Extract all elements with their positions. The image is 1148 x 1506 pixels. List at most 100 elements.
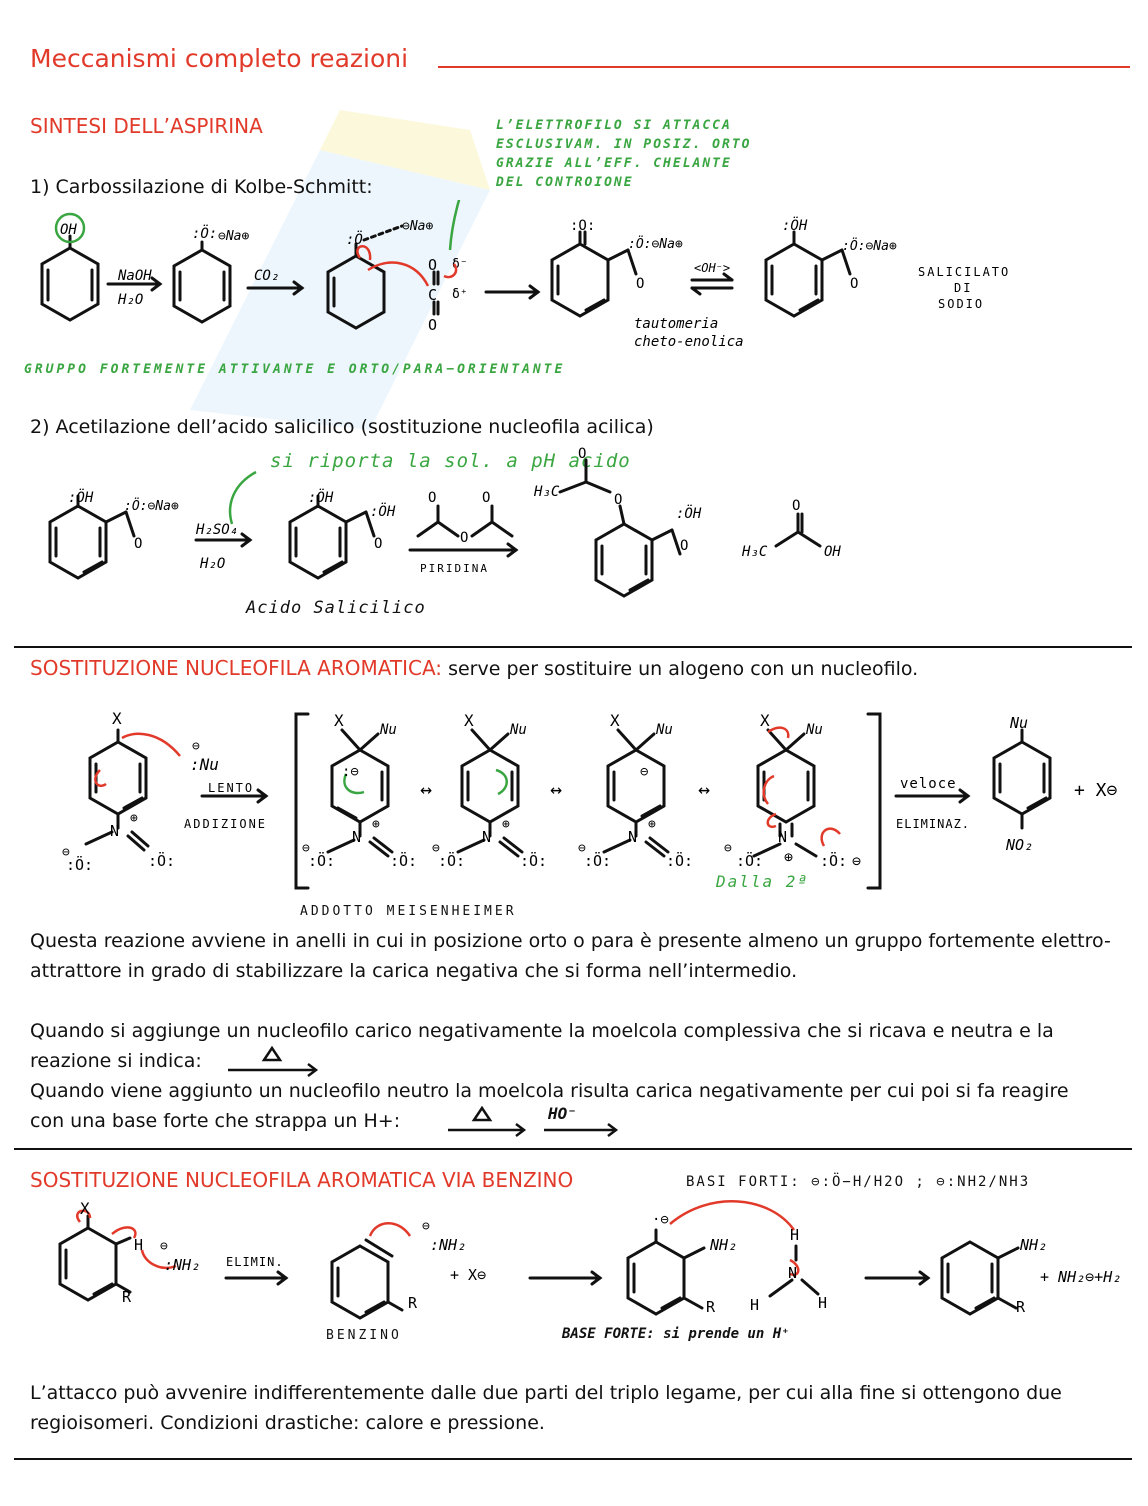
svg-text:H: H — [818, 1294, 827, 1312]
svg-text:⊖: ⊖ — [302, 841, 310, 856]
svg-text::ÖH: :ÖH — [782, 216, 808, 234]
step1-label: 1) Carbossilazione di Kolbe-Schmitt: — [30, 176, 373, 198]
svg-text:⊖: ⊖ — [724, 841, 732, 856]
svg-text:⊕: ⊕ — [648, 817, 656, 832]
svg-text::Nu: :Nu — [190, 755, 219, 774]
svg-text::ÖH: :ÖH — [370, 502, 396, 520]
svg-text::Ö:: :Ö: — [666, 851, 693, 870]
svg-text:O: O — [374, 536, 382, 552]
svg-text:C: C — [428, 286, 437, 304]
svg-text:O: O — [134, 536, 142, 552]
svg-text::Ö:: :Ö: — [390, 851, 417, 870]
svg-text:ELIMIN.: ELIMIN. — [226, 1255, 284, 1269]
svg-text:PIRIDINA: PIRIDINA — [420, 562, 489, 575]
svg-text:⊖Na⊕: ⊖Na⊕ — [402, 219, 433, 234]
svg-text:ADDIZIONE: ADDIZIONE — [184, 817, 267, 831]
svg-text:veloce: veloce — [900, 776, 957, 792]
svg-text::ÖH: :ÖH — [68, 488, 94, 506]
svg-text:Nu: Nu — [379, 722, 397, 738]
svg-text:NH₂: NH₂ — [1019, 1236, 1047, 1254]
benzyne-paragraph: L’attacco può avvenire indifferentemente… — [30, 1382, 1062, 1434]
benzyne-heading: SOSTITUZIONE NUCLEOFILA AROMATICA VIA BE… — [30, 1168, 574, 1192]
svg-text:X: X — [610, 711, 620, 730]
svg-text:H: H — [134, 1236, 143, 1254]
svg-text:⊕: ⊕ — [502, 817, 510, 832]
svg-text:O: O — [428, 316, 437, 334]
svg-text:↔: ↔ — [420, 777, 432, 801]
snar-paragraph-1: Questa reazione avviene in anelli in cui… — [30, 930, 1111, 982]
oh-label: OH — [60, 222, 77, 238]
svg-text:H₂SO₄: H₂SO₄ — [195, 522, 238, 538]
svg-text:H₃C: H₃C — [741, 544, 768, 560]
svg-text:⊖: ⊖ — [578, 841, 586, 856]
svg-text::NH₂: :NH₂ — [430, 1236, 466, 1254]
base-forte-label: BASE FORTE: si prende un H⁺ — [562, 1326, 790, 1342]
svg-text:N: N — [352, 828, 361, 846]
svg-text:cheto-enolica: cheto-enolica — [634, 334, 744, 350]
aspirin-heading: SINTESI DELL’ASPIRINA — [30, 114, 263, 138]
svg-text:⊖: ⊖ — [422, 1219, 430, 1234]
svg-text:N: N — [778, 828, 787, 846]
svg-text:Nu: Nu — [805, 722, 823, 738]
step2-label: 2) Acetilazione dell’acido salicilico (s… — [30, 416, 654, 438]
svg-text::O:: :O: — [570, 218, 595, 234]
svg-text:⊖Na⊕: ⊖Na⊕ — [218, 229, 249, 244]
svg-text:DI: DI — [954, 281, 972, 295]
svg-text:δ⁺: δ⁺ — [452, 287, 468, 302]
page-title: Meccanismi completo reazioni — [30, 44, 409, 73]
svg-text:⊖: ⊖ — [192, 739, 200, 754]
addotto-label: ADDOTTO MEISENHEIMER — [300, 904, 517, 919]
watermark-logo — [190, 110, 490, 430]
svg-text:⊖: ⊖ — [432, 841, 440, 856]
svg-text:X: X — [80, 1200, 90, 1218]
svg-text:R: R — [1016, 1298, 1026, 1316]
svg-text:H₃C: H₃C — [533, 484, 560, 500]
svg-text::Ö:: :Ö: — [66, 855, 93, 874]
svg-text:tautomeria: tautomeria — [634, 316, 718, 332]
svg-text:O: O — [460, 530, 468, 546]
svg-text::Ö:: :Ö: — [736, 851, 763, 870]
svg-text:+ X⊖: + X⊖ — [1074, 780, 1118, 801]
svg-text:⊕: ⊕ — [130, 811, 138, 826]
snar-heading-row: SOSTITUZIONE NUCLEOFILA AROMATICA: serve… — [30, 656, 918, 680]
svg-text::Ö:: :Ö: — [584, 851, 611, 870]
snar-paragraph-2a: Quando si aggiunge un nucleofilo carico … — [30, 1020, 1054, 1042]
svg-text:O: O — [792, 498, 800, 514]
svg-text:O: O — [850, 276, 858, 292]
snar-paragraph-2b: reazione si indica: — [30, 1050, 202, 1072]
svg-text:SALICILATO: SALICILATO — [918, 265, 1010, 279]
separator-2 — [14, 1148, 1132, 1150]
svg-text:⊕: ⊕ — [784, 848, 793, 866]
svg-text::Ö:: :Ö: — [148, 851, 175, 870]
svg-text::ÖH: :ÖH — [676, 504, 702, 522]
acido-salicilico-label: Acido Salicilico — [246, 598, 426, 618]
svg-text:SODIO: SODIO — [938, 297, 984, 311]
svg-text:↔: ↔ — [698, 777, 710, 801]
riporta-note: si riporta la sol. a pH acido — [270, 450, 631, 472]
svg-text:N: N — [482, 828, 491, 846]
svg-text:ELIMINAZ.: ELIMINAZ. — [896, 817, 970, 831]
svg-text:O: O — [680, 538, 688, 554]
basi-forti-label: BASI FORTI: ⊖:Ö−H/H2O ; ⊖:NH2/NH3 — [686, 1174, 1031, 1190]
svg-text:H₂O: H₂O — [117, 292, 143, 308]
svg-text:Nu: Nu — [509, 722, 527, 738]
svg-text::ÖH: :ÖH — [308, 488, 334, 506]
svg-text:O: O — [636, 276, 644, 292]
benzino-label: BENZINO — [326, 1328, 402, 1343]
svg-text:Nu: Nu — [655, 722, 673, 738]
svg-text:CO₂: CO₂ — [254, 268, 279, 284]
svg-text:O: O — [614, 492, 622, 508]
svg-text:+ X⊖: + X⊖ — [450, 1266, 486, 1284]
svg-text::Ö:⊖Na⊕: :Ö:⊖Na⊕ — [628, 235, 683, 252]
svg-text:N: N — [628, 828, 637, 846]
svg-text:·⊖: ·⊖ — [652, 1212, 669, 1228]
svg-text:O: O — [482, 490, 490, 506]
svg-text::Ö:: :Ö: — [192, 224, 217, 242]
separator-3 — [14, 1458, 1132, 1460]
svg-text:N: N — [788, 1264, 797, 1282]
svg-text:⊖: ⊖ — [852, 852, 861, 870]
svg-text::Ö:⊖Na⊕: :Ö:⊖Na⊕ — [842, 237, 897, 254]
svg-text:NH₂: NH₂ — [709, 1236, 737, 1254]
